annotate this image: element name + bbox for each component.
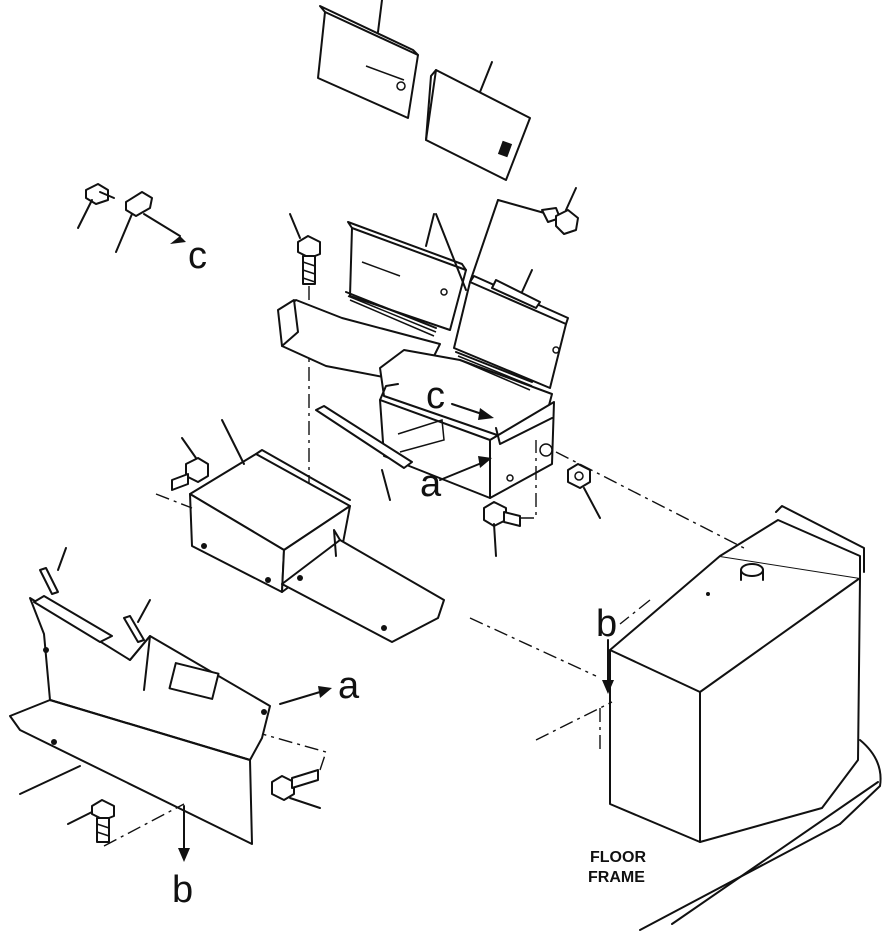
retainer-strip	[315, 405, 413, 501]
floor-frame-guide-lines	[469, 451, 745, 752]
floor-frame-label-line2: FRAME	[588, 869, 645, 886]
ref-label-c-mid: c	[426, 375, 445, 417]
arrow-c-mid	[451, 403, 494, 420]
bolt-front-cover-bottom	[67, 799, 185, 847]
arrow-b-bottom	[178, 805, 190, 862]
ref-label-c-top: c	[188, 235, 207, 277]
ref-label-a-right: a	[338, 665, 360, 707]
ref-label-b-right: b	[596, 603, 617, 645]
floor-frame-body	[609, 505, 882, 931]
nut-right	[567, 463, 601, 519]
ref-label-b-bottom: b	[172, 869, 193, 911]
bolt-upper-right	[497, 187, 579, 235]
arrow-a-mid	[439, 456, 492, 481]
mounting-base-plate	[281, 529, 445, 643]
bolt-box-left	[171, 437, 209, 491]
top-cover-plate-left	[317, 0, 419, 119]
arrow-a-right	[279, 686, 332, 705]
bolt-upper-left	[77, 183, 115, 229]
tray-side-box	[379, 383, 555, 499]
bolt-lower-center	[483, 440, 537, 557]
floor-frame-label-line1: FLOOR	[590, 849, 646, 866]
hinged-tray-right	[379, 199, 569, 437]
clip-nut-upper-left	[115, 191, 186, 253]
front-cover-panel	[9, 595, 271, 845]
seal-strip-right	[123, 599, 151, 643]
bolt-front-cover-right	[261, 733, 327, 809]
seal-strip-left	[39, 547, 67, 595]
ref-label-a-mid: a	[420, 463, 442, 505]
arrow-b-right	[602, 639, 614, 694]
leader-front-cover	[19, 765, 81, 795]
top-cover-plate-right	[425, 61, 531, 181]
